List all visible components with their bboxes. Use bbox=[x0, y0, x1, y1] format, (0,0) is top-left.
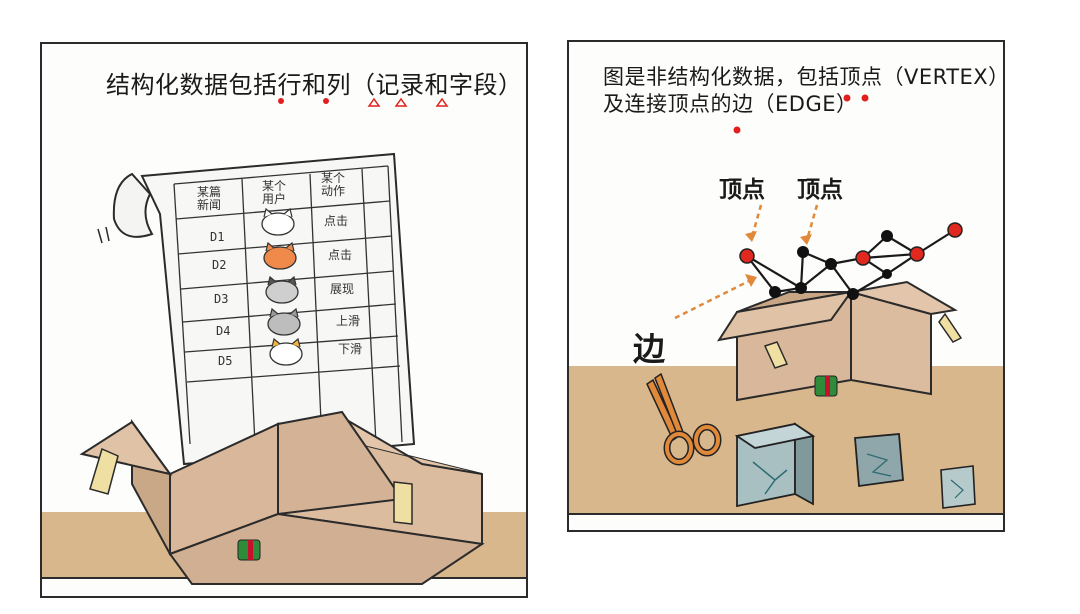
emphasis-dot bbox=[733, 126, 741, 134]
graph-vertex bbox=[947, 222, 963, 238]
table-header-user: 某个用户 bbox=[261, 179, 286, 206]
emphasis-triangle bbox=[435, 97, 449, 107]
row-2-id: D2 bbox=[212, 258, 227, 272]
graph-vertex bbox=[881, 230, 893, 242]
emphasis-dot bbox=[323, 98, 329, 104]
row-3-action: 展现 bbox=[330, 282, 355, 296]
table-header-action: 某个动作 bbox=[320, 171, 345, 198]
row-1-action: 点击 bbox=[324, 214, 349, 228]
row-5-action: 下滑 bbox=[338, 342, 363, 356]
emphasis-dot bbox=[843, 94, 851, 102]
graph-edges bbox=[746, 229, 956, 295]
graph-vertex bbox=[825, 258, 837, 270]
emphasis-dot bbox=[861, 94, 869, 102]
emphasis-dot bbox=[278, 98, 284, 104]
arrow-to-vertex-2 bbox=[805, 204, 819, 241]
row-4-action: 上滑 bbox=[336, 314, 361, 328]
row-5-id: D5 bbox=[218, 354, 233, 368]
graph-vertex bbox=[847, 288, 859, 300]
right-comic-panel: 图是非结构化数据，包括顶点（VERTEX） 及连接顶点的边（EDGE） bbox=[567, 40, 1009, 532]
emphasis-triangle bbox=[367, 97, 381, 107]
graph-vertex bbox=[795, 282, 807, 294]
row-4-id: D4 bbox=[216, 324, 231, 338]
graph-vertex bbox=[769, 286, 781, 298]
right-illustration bbox=[569, 94, 1003, 515]
row-2-action: 点击 bbox=[328, 248, 353, 262]
right-caption: 图是非结构化数据，包括顶点（VERTEX） 及连接顶点的边（EDGE） bbox=[603, 64, 1010, 118]
graph-vertex bbox=[797, 246, 809, 258]
brand-logo bbox=[237, 539, 261, 561]
graph-vertices bbox=[739, 222, 963, 300]
cube-medium bbox=[854, 433, 904, 488]
graph-vertex bbox=[909, 246, 925, 262]
table-header-news: 某篇新闻 bbox=[196, 185, 221, 212]
vertex-label-2: 顶点 bbox=[797, 177, 843, 203]
edge-label: 边 bbox=[633, 330, 666, 368]
graph-vertex bbox=[739, 248, 755, 264]
cube-small bbox=[940, 465, 976, 509]
paper-scroll bbox=[97, 152, 416, 466]
left-caption: 结构化数据包括行和列（记录和字段） bbox=[106, 71, 523, 99]
emphasis-triangle bbox=[394, 97, 408, 107]
vertex-label-1: 顶点 bbox=[719, 177, 765, 203]
scissors-icon bbox=[646, 372, 722, 466]
graph-vertex bbox=[882, 269, 892, 279]
left-illustration bbox=[42, 97, 526, 585]
left-comic-panel: 结构化数据包括行和列（记录和字段） bbox=[40, 42, 528, 598]
brand-logo bbox=[814, 375, 838, 397]
cardboard-box bbox=[79, 410, 485, 585]
right-caption-line-1: 图是非结构化数据，包括顶点（VERTEX） bbox=[603, 65, 1010, 89]
cube-large bbox=[734, 422, 816, 508]
arrow-to-vertex-1 bbox=[750, 204, 763, 238]
right-caption-line-2: 及连接顶点的边（EDGE） bbox=[603, 92, 858, 116]
row-1-id: D1 bbox=[210, 230, 225, 244]
row-3-id: D3 bbox=[214, 292, 229, 306]
cardboard-box bbox=[716, 280, 963, 402]
graph-vertex bbox=[855, 250, 871, 266]
